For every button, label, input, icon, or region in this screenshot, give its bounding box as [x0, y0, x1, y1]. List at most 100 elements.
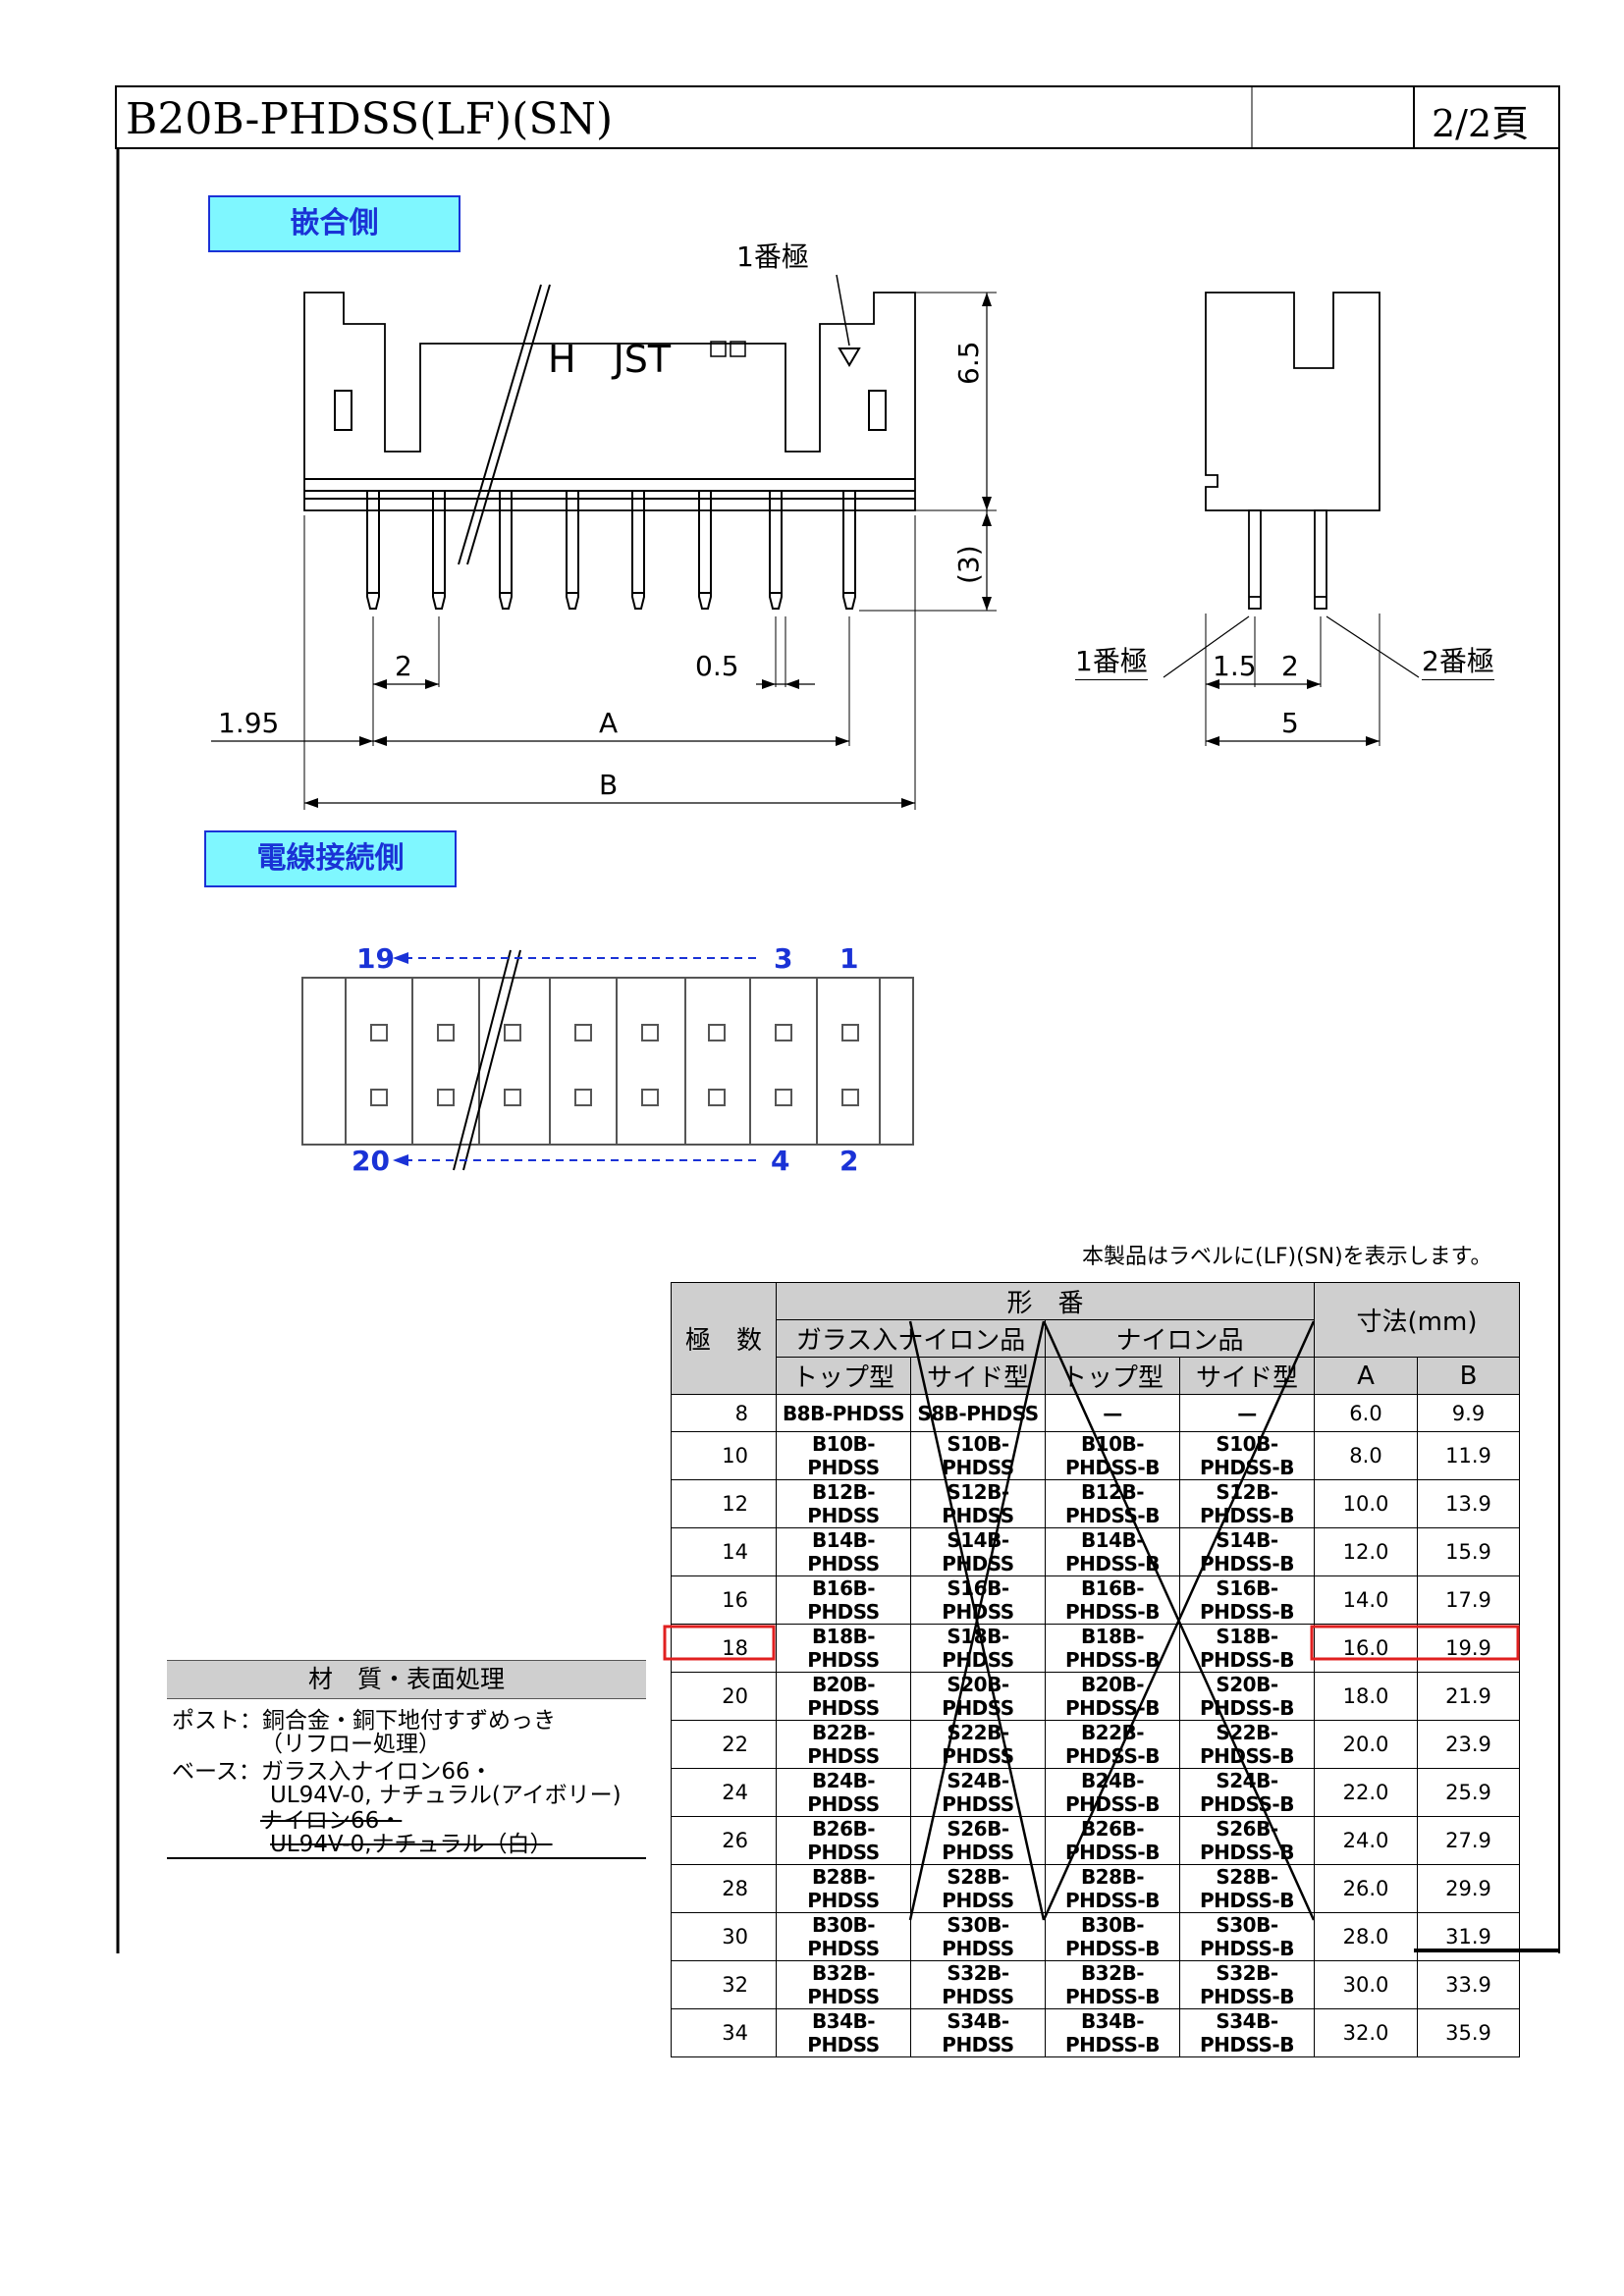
- cell-n: 32: [671, 1960, 777, 2009]
- contact-square: [437, 1089, 455, 1106]
- cell-gs: S30B-PHDSS: [910, 1912, 1046, 1961]
- material-line-6: UL94V-0,ナチュラル（白）: [270, 1832, 553, 1857]
- wire-label-20: 20: [352, 1145, 390, 1177]
- cell-b: 17.9: [1417, 1575, 1520, 1625]
- dim-offset: 1.95: [218, 707, 280, 739]
- contact-square: [708, 1089, 726, 1106]
- contact-square: [370, 1089, 388, 1106]
- wire-side-label: 電線接続側: [204, 830, 457, 887]
- material-title: 材 質・表面処理: [167, 1660, 646, 1699]
- cell-a: 14.0: [1314, 1575, 1418, 1625]
- material-line-2: （リフロー処理）: [260, 1732, 441, 1757]
- cell-n: 26: [671, 1816, 777, 1865]
- cell-b: 9.9: [1417, 1394, 1520, 1432]
- brand-marking: H JST: [548, 338, 672, 381]
- header-poles: 極 数: [671, 1282, 777, 1395]
- pin: [769, 491, 783, 610]
- cell-b: 31.9: [1417, 1912, 1520, 1961]
- contact-square: [841, 1024, 859, 1041]
- cell-b: 11.9: [1417, 1431, 1520, 1480]
- cell-n: 24: [671, 1768, 777, 1817]
- pin: [566, 491, 579, 610]
- contact-square: [370, 1024, 388, 1041]
- material-line-4: UL94V-0, ナチュラル(アイボリー): [270, 1783, 622, 1808]
- header-glass-top: トップ型: [776, 1357, 911, 1395]
- pin: [842, 491, 856, 610]
- contact-square: [504, 1024, 521, 1041]
- cell-gt: B10B-PHDSS: [776, 1431, 911, 1480]
- pin1-label-side: 1番極: [1075, 640, 1148, 680]
- header-b: B: [1417, 1357, 1520, 1395]
- cell-gt: B8B-PHDSS: [776, 1394, 911, 1432]
- contact-square: [437, 1024, 455, 1041]
- pin1-label-front: 1番極: [736, 240, 809, 273]
- cell-gt: B32B-PHDSS: [776, 1960, 911, 2009]
- cell-gs: S32B-PHDSS: [910, 1960, 1046, 2009]
- pin: [432, 491, 446, 610]
- wire-label-4: 4: [771, 1145, 790, 1177]
- contact-square: [574, 1089, 592, 1106]
- pin: [631, 491, 645, 610]
- header-dim: 寸法(mm): [1314, 1282, 1520, 1358]
- cell-b: 23.9: [1417, 1720, 1520, 1769]
- dim-side-1: 1.5: [1213, 650, 1257, 682]
- cell-gs: S34B-PHDSS: [910, 2008, 1046, 2057]
- contact-square: [841, 1089, 859, 1106]
- cell-nt: B34B-PHDSS-B: [1045, 2008, 1180, 2057]
- cell-a: 20.0: [1314, 1720, 1418, 1769]
- cell-gt: B20B-PHDSS: [776, 1672, 911, 1721]
- cell-a: 24.0: [1314, 1816, 1418, 1865]
- cell-n: 10: [671, 1431, 777, 1480]
- wire-label-3: 3: [774, 942, 793, 975]
- cell-a: 30.0: [1314, 1960, 1418, 2009]
- dim-pin-width: 0.5: [695, 650, 739, 682]
- contact-square: [641, 1089, 659, 1106]
- wire-label-1: 1: [839, 942, 859, 975]
- dim-b: B: [599, 769, 619, 801]
- cell-gt: B12B-PHDSS: [776, 1479, 911, 1528]
- cell-a: 6.0: [1314, 1394, 1418, 1432]
- cell-gt: B28B-PHDSS: [776, 1864, 911, 1913]
- wire-label-19: 19: [356, 942, 395, 975]
- cell-a: 22.0: [1314, 1768, 1418, 1817]
- cell-ns: S34B-PHDSS-B: [1179, 2008, 1315, 2057]
- cell-ns: S32B-PHDSS-B: [1179, 1960, 1315, 2009]
- page-number: 2/2頁: [1432, 102, 1530, 145]
- material-line-3: ベース：ガラス入ナイロン66・: [172, 1759, 493, 1785]
- dim-side-2: 2: [1281, 650, 1299, 682]
- cell-a: 26.0: [1314, 1864, 1418, 1913]
- wire-label-2: 2: [839, 1145, 859, 1177]
- dim-pitch: 2: [395, 650, 412, 682]
- pin: [698, 491, 712, 610]
- mating-side-label: 嵌合側: [208, 195, 460, 252]
- cell-n: 34: [671, 2008, 777, 2057]
- contact-square: [775, 1089, 792, 1106]
- contact-square: [708, 1024, 726, 1041]
- contact-square: [574, 1024, 592, 1041]
- pin: [499, 491, 513, 610]
- cell-a: 12.0: [1314, 1527, 1418, 1576]
- cell-gt: B16B-PHDSS: [776, 1575, 911, 1625]
- cell-n: 28: [671, 1864, 777, 1913]
- cell-b: 15.9: [1417, 1527, 1520, 1576]
- cell-a: 32.0: [1314, 2008, 1418, 2057]
- cell-b: 25.9: [1417, 1768, 1520, 1817]
- pin2-label-side: 2番極: [1422, 640, 1494, 680]
- header-model: 形 番: [776, 1282, 1315, 1320]
- dim-a: A: [599, 707, 619, 739]
- dim-side-w: 5: [1281, 707, 1299, 739]
- cell-gt: B24B-PHDSS: [776, 1768, 911, 1817]
- cell-gt: B30B-PHDSS: [776, 1912, 911, 1961]
- cell-gt: B14B-PHDSS: [776, 1527, 911, 1576]
- material-line-5: ナイロン66・: [260, 1808, 403, 1834]
- label-note: 本製品はラベルに(LF)(SN)を表示します。: [1082, 1245, 1492, 1269]
- cell-a: 8.0: [1314, 1431, 1418, 1480]
- cell-gt: B22B-PHDSS: [776, 1720, 911, 1769]
- document-title: B20B-PHDSS(LF)(SN): [126, 94, 614, 144]
- contact-square: [504, 1089, 521, 1106]
- contact-square: [641, 1024, 659, 1041]
- header-a: A: [1314, 1357, 1418, 1395]
